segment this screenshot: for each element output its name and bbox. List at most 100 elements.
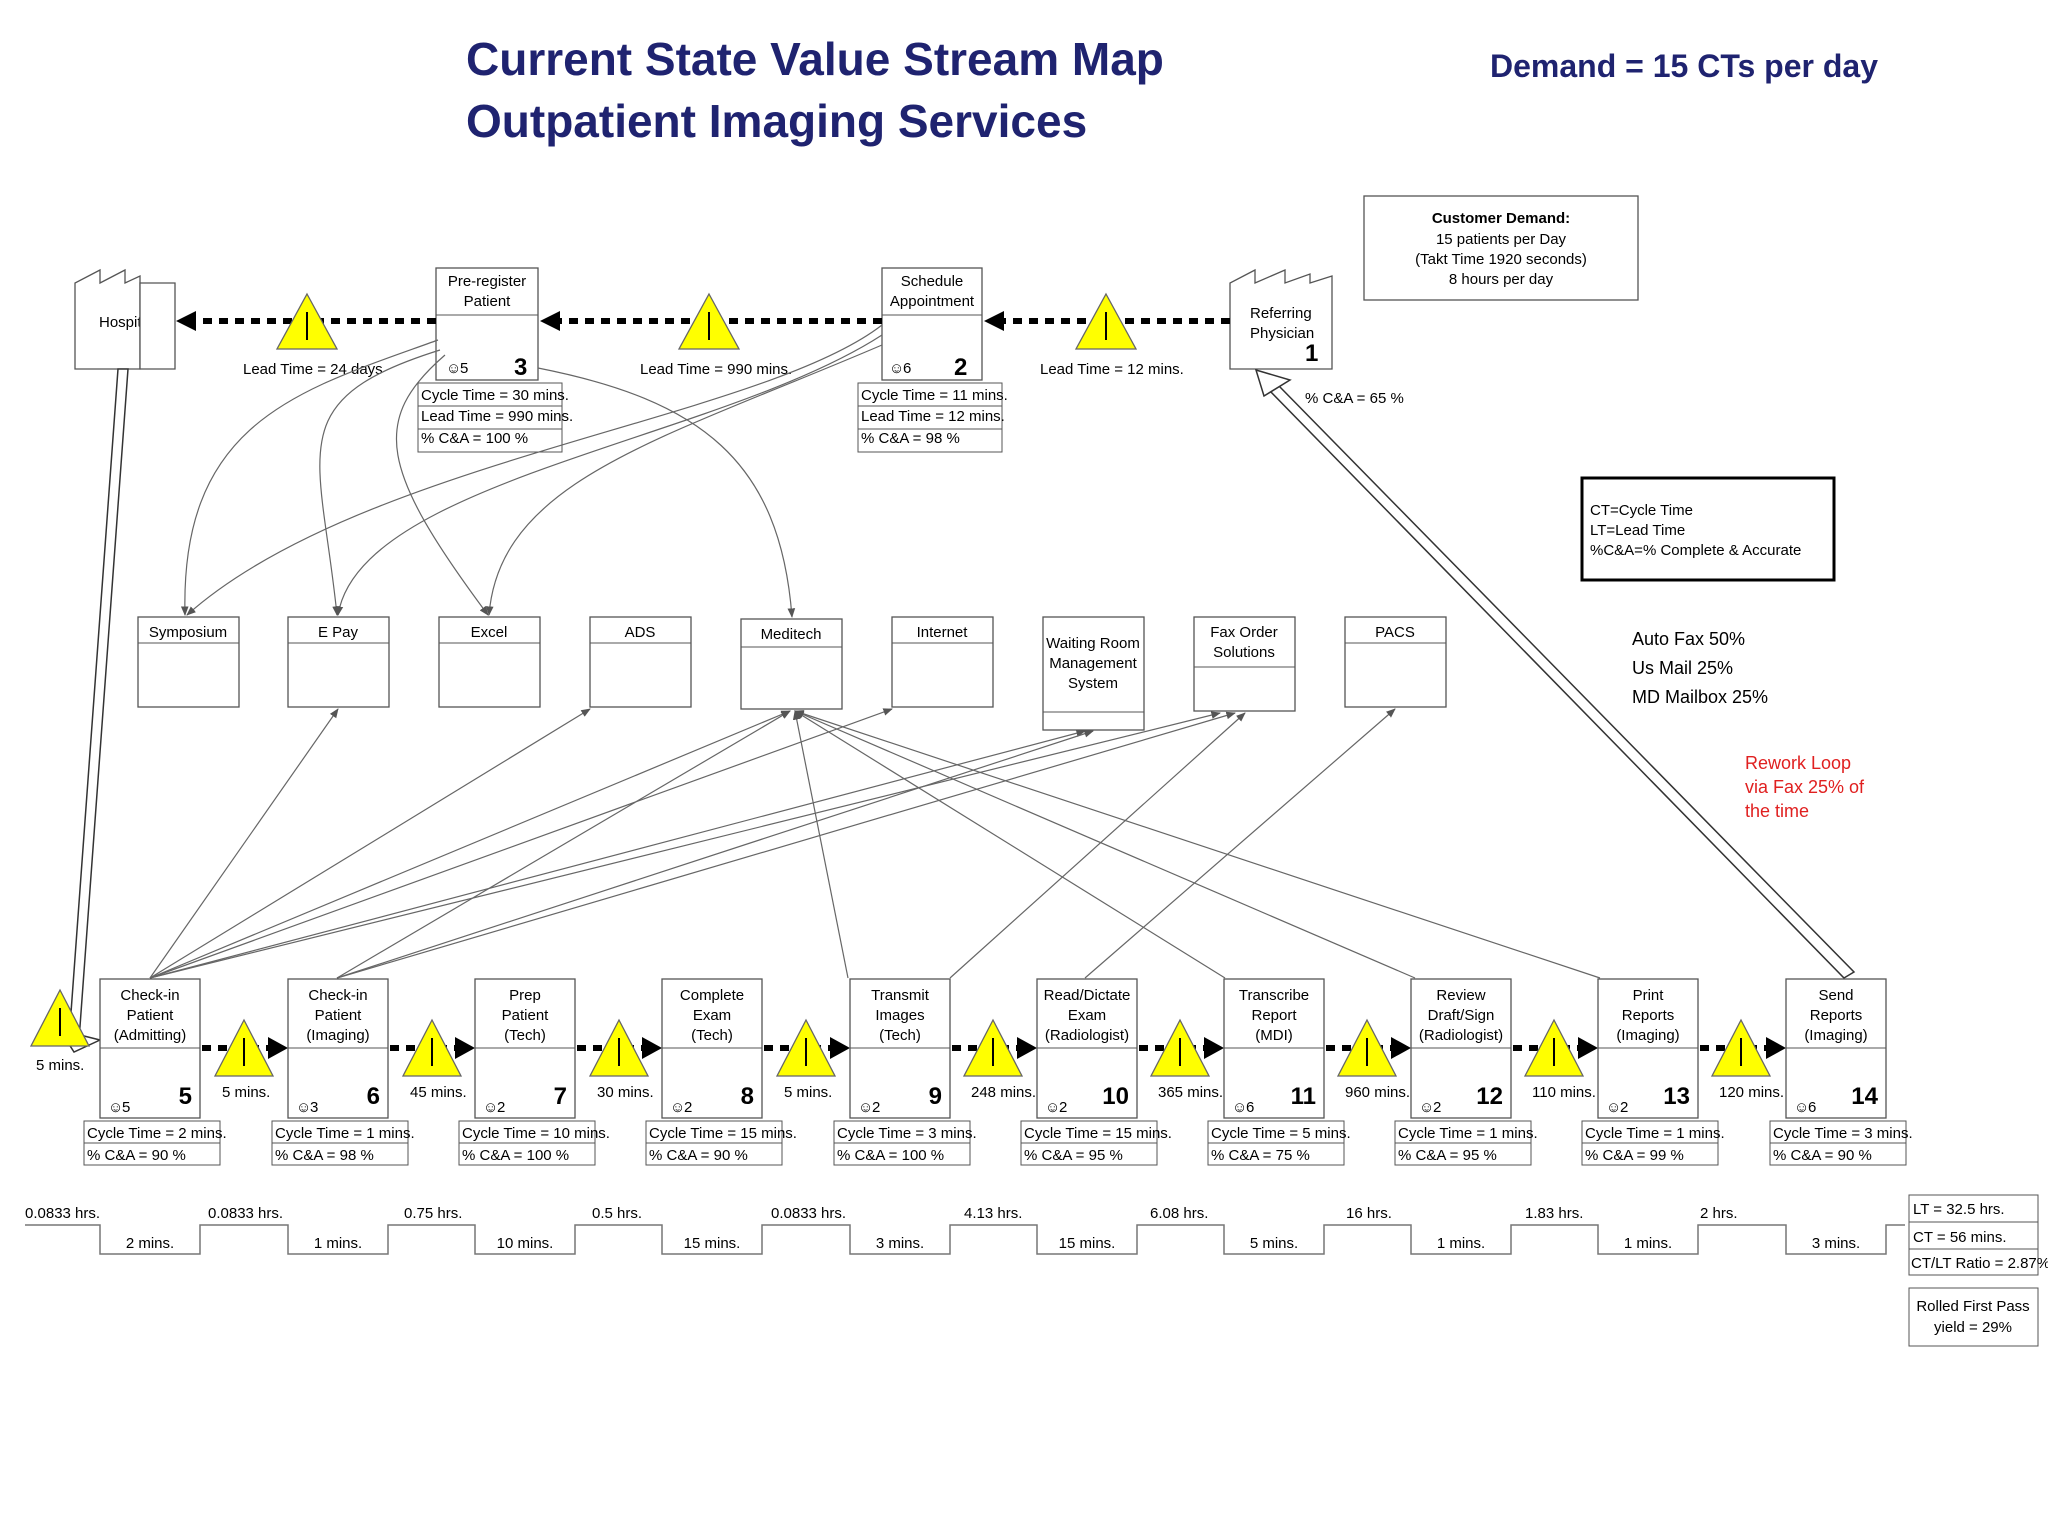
rework-note: Rework Loop <box>1745 753 1851 773</box>
system-box-waiting-room: Waiting Room Management System <box>1042 616 1145 731</box>
timeline-cycle: 10 mins. <box>497 1235 554 1252</box>
data-box: Cycle Time = 1 mins.% C&A = 99 % <box>1581 1120 1725 1166</box>
data-row: Cycle Time = 2 mins. <box>87 1125 227 1142</box>
inventory-wait-label: 960 mins. <box>1345 1084 1410 1101</box>
process-title: Read/Dictate <box>1044 987 1131 1004</box>
inventory-wait-label: 110 mins. <box>1532 1084 1596 1101</box>
operator-icon: ☺ <box>1794 1099 1809 1116</box>
system-label: Solutions <box>1213 644 1275 661</box>
data-box: Cycle Time = 15 mins.% C&A = 95 % <box>1020 1120 1172 1166</box>
data-box: Cycle Time = 5 mins.% C&A = 75 % <box>1207 1120 1351 1166</box>
customer-demand-heading: Customer Demand: <box>1432 210 1570 227</box>
push-arrow-head <box>455 1037 475 1059</box>
operator-icon: ☺ <box>889 360 904 377</box>
inventory-wait-label: 5 mins. <box>784 1084 832 1101</box>
process-title: Print <box>1633 987 1665 1004</box>
operator-icon: ☺ <box>446 360 461 377</box>
process-title: Complete <box>680 987 744 1004</box>
timeline-cycle: 3 mins. <box>876 1235 924 1252</box>
yield-box: Rolled First Pass yield = 29% <box>1908 1287 2039 1347</box>
system-label: Symposium <box>149 624 227 641</box>
summary-ct: CT = 56 mins. <box>1913 1229 2007 1246</box>
inventory-triangle-icon <box>29 988 91 1047</box>
process-number: 9 <box>929 1083 942 1110</box>
data-row: % C&A = 95 % <box>1024 1147 1123 1164</box>
process-number: 10 <box>1102 1083 1129 1110</box>
process-title: (Radiologist) <box>1419 1027 1503 1044</box>
page-title: Current State Value Stream Map <box>466 33 1164 85</box>
operator-count: 3 <box>310 1099 318 1116</box>
data-row: % C&A = 90 % <box>1773 1147 1872 1164</box>
process-title: Appointment <box>890 293 975 310</box>
process-title: Reports <box>1810 1007 1863 1024</box>
data-row: % C&A = 75 % <box>1211 1147 1310 1164</box>
operator-count: 6 <box>1808 1099 1816 1116</box>
system-label: Management <box>1049 655 1137 672</box>
data-row: % C&A = 98 % <box>861 430 960 447</box>
timeline-wait: 0.5 hrs. <box>592 1205 642 1222</box>
data-box: Cycle Time = 1 mins.% C&A = 95 % <box>1394 1120 1538 1166</box>
push-arrow-head <box>1766 1037 1786 1059</box>
inventory-triangle-icon <box>775 1018 837 1077</box>
operator-count: 2 <box>1059 1099 1067 1116</box>
process-number: 2 <box>954 354 967 381</box>
system-box-symposium: Symposium <box>137 616 240 708</box>
inventory-triangle-icon <box>1710 1018 1772 1077</box>
operator-icon: ☺ <box>1232 1099 1247 1116</box>
process-title: Schedule <box>901 273 964 290</box>
inventory-triangle-icon <box>1074 292 1138 350</box>
data-box: Cycle Time = 10 mins. % C&A = 100 % <box>458 1120 610 1166</box>
process-title: Images <box>875 1007 924 1024</box>
data-row: Cycle Time = 10 mins. <box>462 1125 610 1142</box>
data-row: % C&A = 100 % <box>462 1147 569 1164</box>
physician-label: Referring <box>1250 305 1312 322</box>
process-title: Reports <box>1622 1007 1675 1024</box>
data-row: Lead Time = 990 mins. <box>421 408 573 425</box>
operator-icon: ☺ <box>1419 1099 1434 1116</box>
process-title: (Tech) <box>504 1027 546 1044</box>
customer-demand-line: 15 patients per Day <box>1436 231 1567 248</box>
inventory-wait-label: 248 mins. <box>971 1084 1036 1101</box>
timeline-wait: 0.75 hrs. <box>404 1205 462 1222</box>
process-number: 3 <box>514 354 527 381</box>
summary-lt: LT = 32.5 hrs. <box>1913 1201 2005 1218</box>
lead-time-label: Lead Time = 24 days <box>243 361 383 378</box>
summary-ratio: CT/LT Ratio = 2.87% <box>1911 1255 2048 1272</box>
push-arrow-head <box>830 1037 850 1059</box>
timeline-wait: 6.08 hrs. <box>1150 1205 1208 1222</box>
process-title: Patient <box>464 293 512 310</box>
data-box: Cycle Time = 2 mins.% C&A = 90 % <box>83 1120 227 1166</box>
system-label: Waiting Room <box>1046 635 1140 652</box>
data-row: Cycle Time = 3 mins. <box>1773 1125 1913 1142</box>
inventory-triangle-icon <box>588 1018 650 1077</box>
timeline-wait: 0.0833 hrs. <box>25 1205 100 1222</box>
timeline: 0.0833 hrs.0.0833 hrs.0.75 hrs.0.5 hrs.0… <box>25 1205 1905 1255</box>
push-arrow-head <box>984 311 1004 331</box>
inventory-triangle-icon <box>962 1018 1024 1077</box>
process-number: 5 <box>179 1083 192 1110</box>
process-title: Exam <box>693 1007 731 1024</box>
system-box-meditech: Meditech <box>740 618 843 710</box>
operator-count: 2 <box>497 1099 505 1116</box>
timeline-line <box>25 1224 1905 1255</box>
operator-icon: ☺ <box>108 1099 123 1116</box>
process-title: (Tech) <box>879 1027 921 1044</box>
operator-icon: ☺ <box>483 1099 498 1116</box>
data-row: % C&A = 90 % <box>649 1147 748 1164</box>
inventory-triangle-icon <box>213 1018 275 1077</box>
operator-icon: ☺ <box>296 1099 311 1116</box>
process-title: Report <box>1251 1007 1297 1024</box>
operator-count: 2 <box>1620 1099 1628 1116</box>
inventory-triangle-icon <box>1336 1018 1398 1077</box>
system-box-epay: E Pay <box>287 616 390 708</box>
legend-item: CT=Cycle Time <box>1590 502 1693 519</box>
inventory-wait-label: 5 mins. <box>36 1057 84 1074</box>
data-row: % C&A = 98 % <box>275 1147 374 1164</box>
